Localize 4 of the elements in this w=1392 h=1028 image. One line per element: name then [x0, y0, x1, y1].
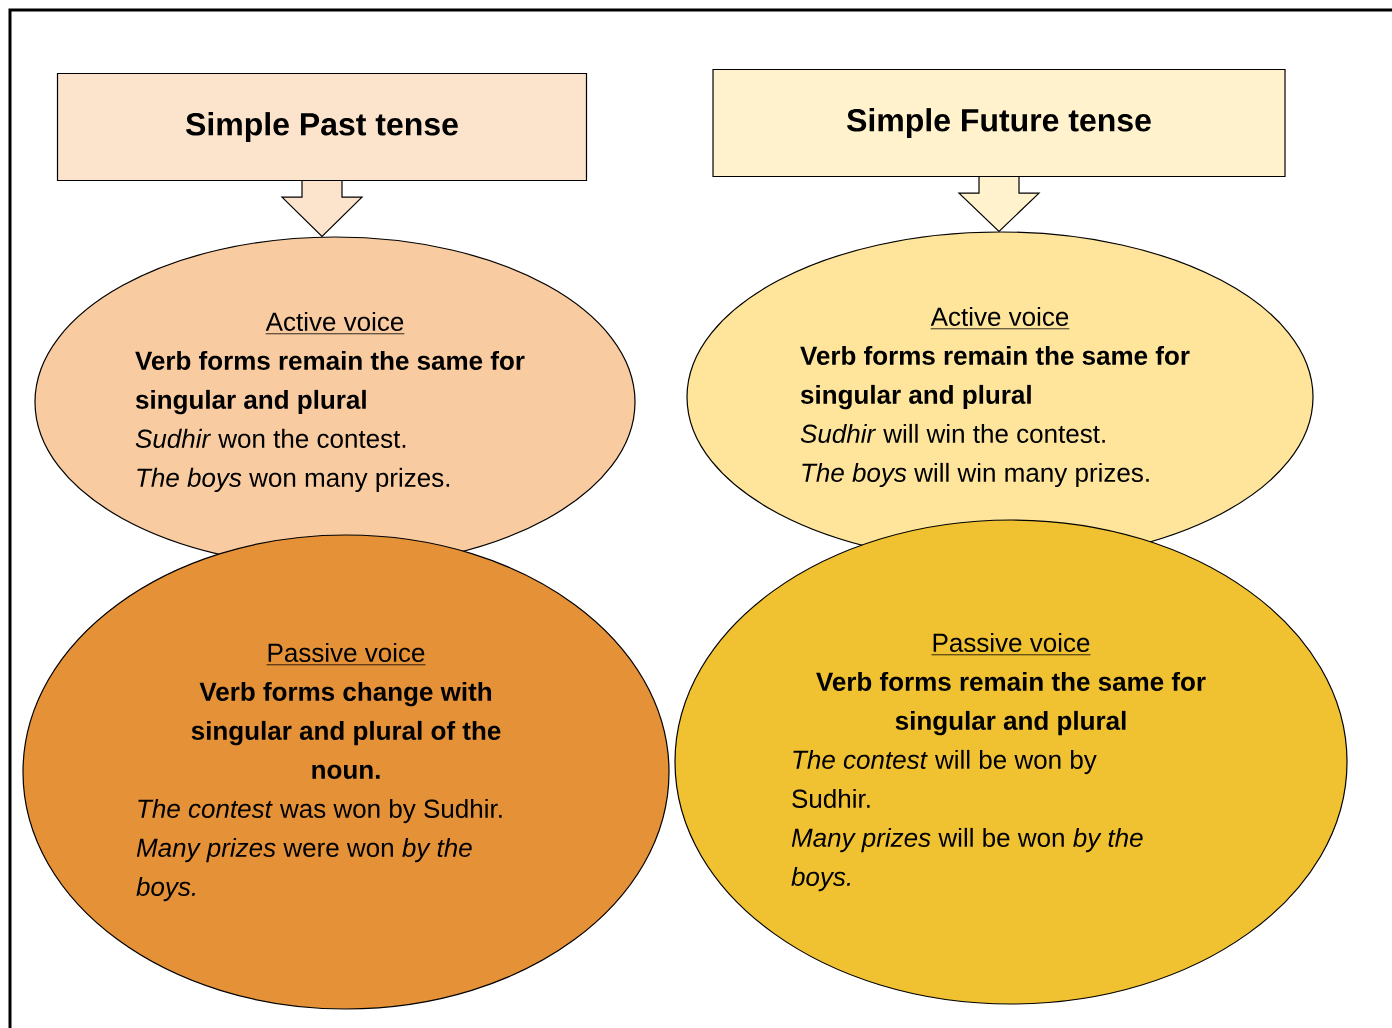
block-arrow — [280, 180, 364, 238]
title-box: Simple Future tense — [712, 68, 1286, 178]
block-arrow — [957, 176, 1041, 233]
title-box: Simple Past tense — [56, 72, 588, 182]
